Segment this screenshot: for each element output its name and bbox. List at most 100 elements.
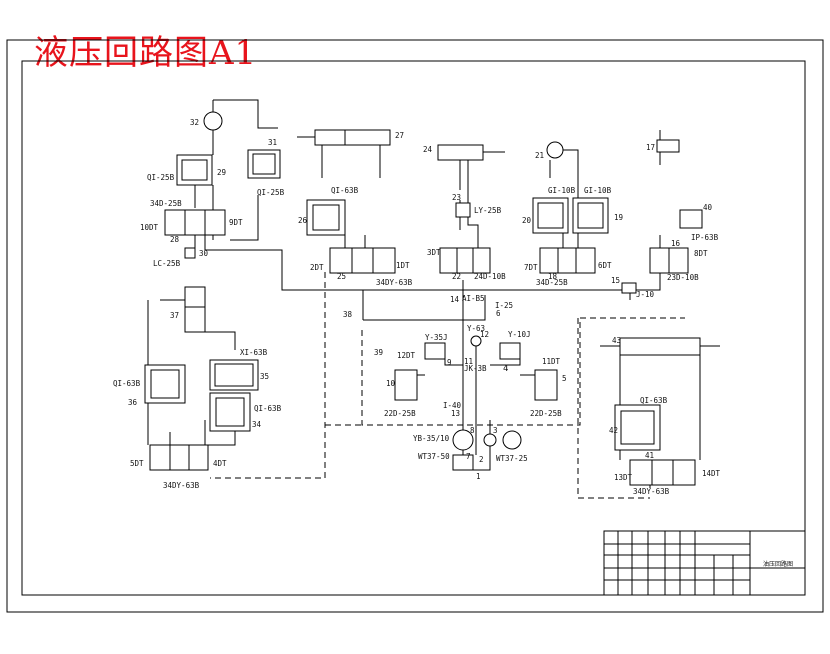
label-39: 39	[374, 348, 383, 357]
label-18: 18	[548, 272, 558, 281]
label-gi10b-19: GI-10B	[584, 186, 612, 195]
relief-4	[499, 342, 521, 360]
label-28: 28	[170, 235, 180, 244]
label-5dt: 5DT	[130, 459, 144, 468]
valve-29	[176, 154, 213, 186]
dir-valve-22	[439, 247, 491, 274]
label-21: 21	[535, 151, 544, 160]
cylinder-43	[600, 337, 720, 356]
label-9: 9	[447, 358, 452, 367]
dir-valve-28	[164, 209, 226, 236]
label-5: 5	[562, 374, 567, 383]
label-27: 27	[395, 131, 404, 140]
label-ip63b: IP-63B	[691, 233, 719, 242]
label-lc25b: LC-25B	[153, 259, 181, 268]
label-26: 26	[298, 216, 308, 225]
label-34d-25b-mid: 34D-25B	[536, 278, 568, 287]
label-y35j: Y-35J	[425, 333, 448, 342]
dir-valve-41	[629, 459, 696, 486]
valve-19	[572, 197, 609, 234]
label-wt37-25: WT37-25	[496, 454, 528, 463]
drawing-title: 液压回路图A1	[34, 33, 258, 73]
dir-valve-30	[184, 247, 196, 259]
valve-23	[455, 202, 471, 218]
label-34: 34	[252, 420, 262, 429]
label-40: 40	[703, 203, 713, 212]
pipe-network	[147, 99, 701, 488]
pump-21	[546, 141, 564, 159]
label-14dt: 14DT	[702, 469, 721, 478]
label-7dt: 7DT	[524, 263, 538, 272]
valve-10	[394, 369, 418, 401]
label-jk3b: JK-3B	[464, 364, 487, 373]
label-qi63b-26: QI-63B	[331, 186, 359, 195]
label-35: 35	[260, 372, 269, 381]
label-j10: J-10	[636, 290, 655, 299]
label-24d-10b: 24D-10B	[474, 272, 506, 281]
dir-valve-25	[329, 247, 396, 274]
label-2: 2	[479, 455, 484, 464]
valve-40	[679, 209, 703, 229]
label-wt37-50: WT37-50	[418, 452, 450, 461]
label-qi25b-r: QI-25B	[257, 188, 285, 197]
label-ai-b5: AI-B5	[462, 294, 485, 303]
valve-42	[614, 404, 661, 451]
label-34dy-63b-br: 34DY-63B	[633, 487, 670, 496]
label-2dt: 2DT	[310, 263, 324, 272]
label-i40: I-40	[443, 401, 462, 410]
label-36: 36	[128, 398, 138, 407]
label-31: 31	[268, 138, 277, 147]
component-labels: 32 31 29 QI-25B QI-25B 34D-25B 10DT 9DT …	[113, 118, 721, 496]
label-13: 13	[451, 409, 460, 418]
label-29: 29	[217, 168, 226, 177]
label-8: 8	[470, 426, 475, 435]
label-42: 42	[609, 426, 618, 435]
valve-20	[532, 197, 569, 234]
pump-32	[203, 111, 223, 131]
pump-3	[483, 433, 497, 447]
relief-9	[424, 342, 446, 360]
label-qi63b-34: QI-63B	[254, 404, 282, 413]
check-valve-7	[452, 454, 474, 471]
label-14: 14	[450, 295, 460, 304]
label-3dt: 3DT	[427, 248, 441, 257]
label-37: 37	[170, 311, 179, 320]
label-1: 1	[476, 472, 481, 481]
label-ly25b: LY-25B	[474, 206, 502, 215]
dir-valve-bl	[149, 444, 209, 471]
label-7: 7	[466, 452, 471, 461]
label-17: 17	[646, 143, 655, 152]
title-block: 油压回路图	[603, 530, 806, 596]
valve-15	[621, 282, 637, 294]
label-30: 30	[199, 249, 209, 258]
valve-36	[144, 364, 186, 404]
main-pump-8	[452, 429, 474, 451]
label-23: 23	[452, 193, 461, 202]
label-y63: Y-63	[467, 324, 485, 333]
label-12: 12	[480, 330, 489, 339]
label-10dt: 10DT	[140, 223, 159, 232]
label-9dt: 9DT	[229, 218, 243, 227]
cylinder-17	[656, 139, 680, 153]
label-23d-10b: 23D-10B	[667, 273, 699, 282]
label-3: 3	[493, 426, 498, 435]
motor	[502, 430, 522, 450]
valve-26	[306, 199, 346, 236]
label-1dt: 1DT	[396, 261, 410, 270]
label-gi10b-20: GI-10B	[548, 186, 576, 195]
cylinder-37	[184, 286, 206, 333]
label-11: 11	[464, 357, 473, 366]
label-13dt: 13DT	[614, 473, 633, 482]
valve-31	[247, 149, 281, 179]
valve-34	[209, 392, 251, 432]
label-i25: I-25	[495, 301, 513, 310]
label-38: 38	[343, 310, 353, 319]
label-12dt: 12DT	[397, 351, 416, 360]
label-qi63b-42: QI-63B	[640, 396, 668, 405]
label-34dy-63b-bl: 34DY-63B	[163, 481, 200, 490]
label-22: 22	[452, 272, 461, 281]
label-43: 43	[612, 336, 621, 345]
label-6: 6	[496, 309, 501, 318]
label-34dy-63b-tc: 34DY-63B	[376, 278, 413, 287]
